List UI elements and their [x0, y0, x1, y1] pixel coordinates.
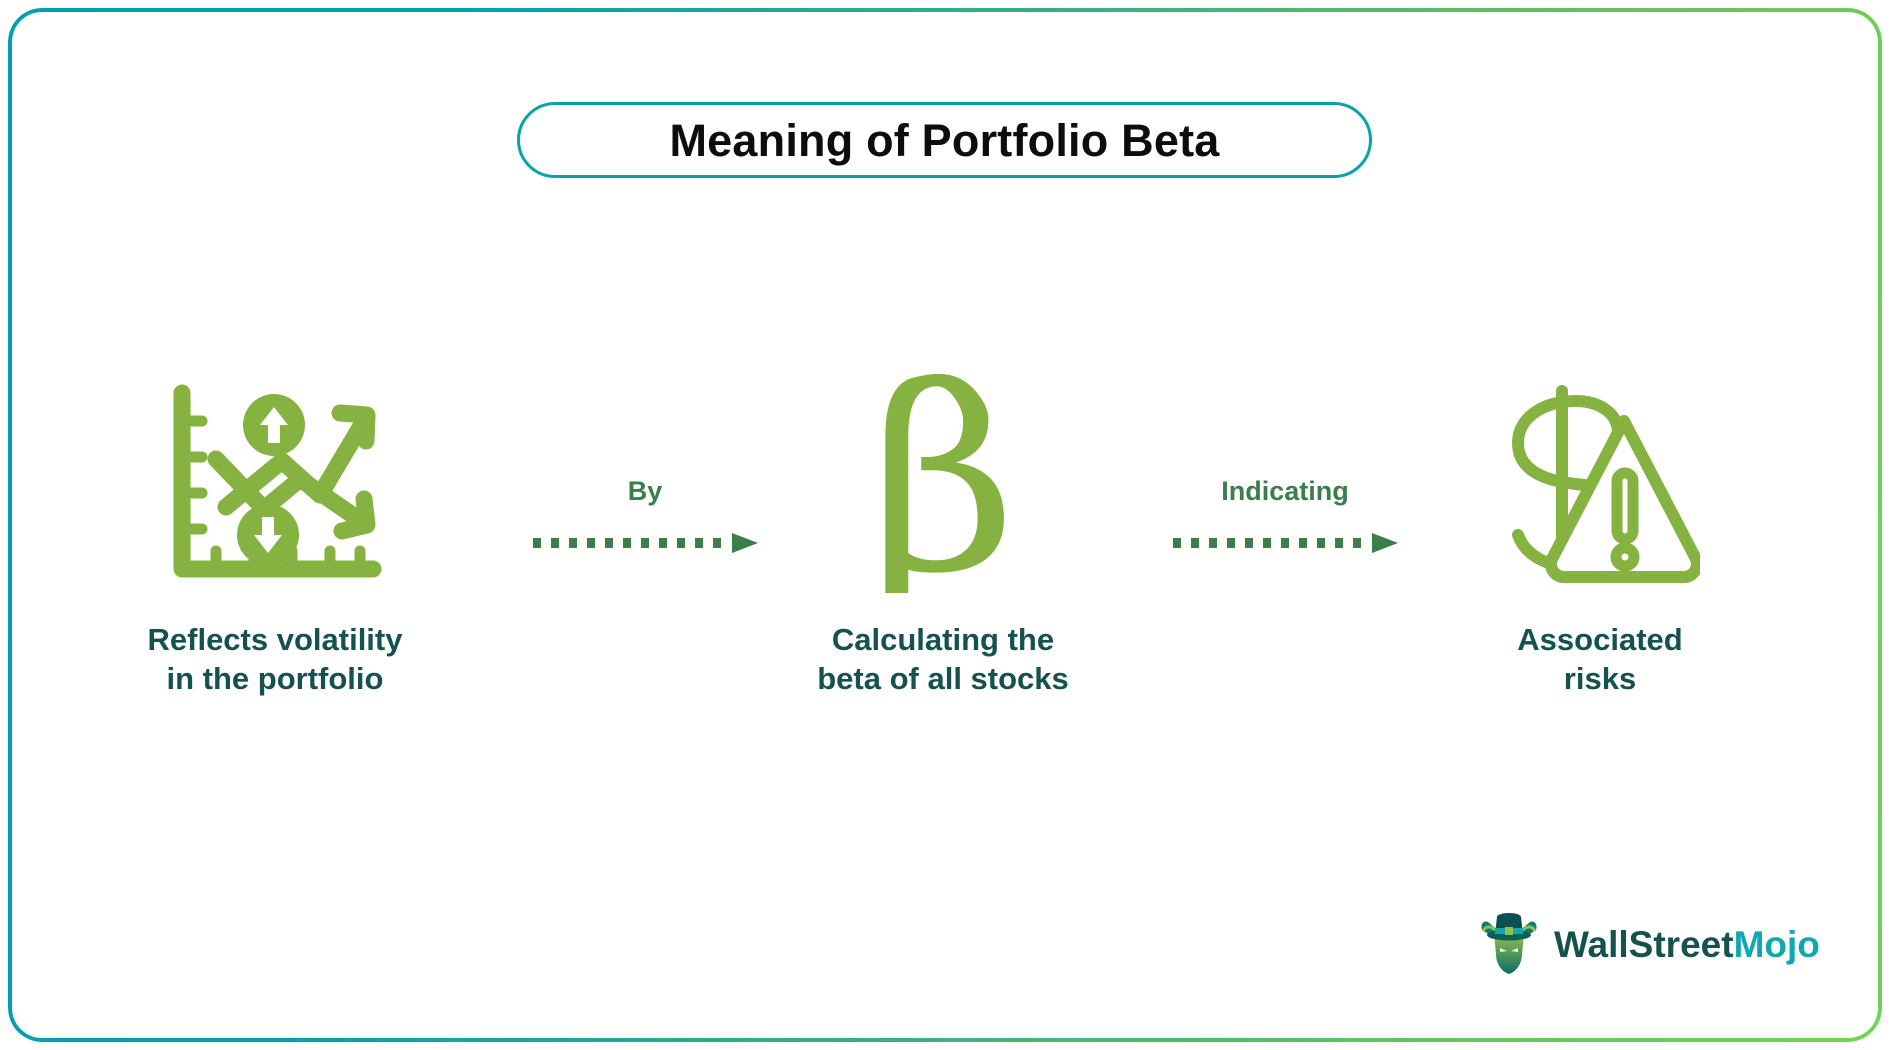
flow-connector-1-label: By [627, 476, 663, 506]
flow-stage-3: Associated risks [1455, 368, 1745, 699]
dotted-arrow-right-icon [533, 533, 758, 553]
flow-stage-3-label: Associated risks [1517, 622, 1683, 697]
flow-stage-2: β Calculating the beta of all stocks [788, 368, 1098, 699]
svg-text:β: β [869, 373, 1016, 593]
flow-connector-1: By [495, 478, 795, 553]
logo-word-primary: WallStreet [1554, 923, 1734, 965]
flow-stage-2-label: Calculating the beta of all stocks [817, 622, 1069, 697]
beta-symbol-icon: β [788, 368, 1098, 598]
wallstreetmojo-logo[interactable]: WallStreetMojo [1478, 912, 1820, 976]
flow-stage-1-label: Reflects volatility in the portfolio [147, 622, 403, 697]
volatility-chart-icon [120, 368, 430, 598]
logo-wordmark: WallStreetMojo [1554, 926, 1820, 963]
flow-connector-2-label: Indicating [1221, 476, 1349, 506]
logo-word-accent: Mojo [1733, 923, 1820, 965]
dollar-warning-icon [1455, 368, 1745, 598]
page-title-pill: Meaning of Portfolio Beta [517, 102, 1372, 178]
dotted-arrow-right-icon [1173, 533, 1398, 553]
page-title: Meaning of Portfolio Beta [669, 114, 1220, 166]
flow-connector-2: Indicating [1135, 478, 1435, 553]
flow-stage-1: Reflects volatility in the portfolio [120, 368, 430, 699]
bull-top-hat-mascot-icon [1481, 913, 1537, 974]
